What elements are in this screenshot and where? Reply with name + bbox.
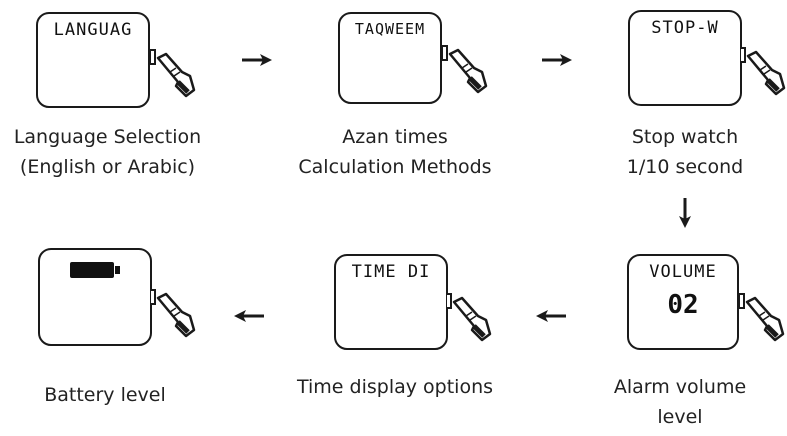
volume-value: 02	[667, 290, 699, 320]
caption-line: Alarm volume	[613, 376, 747, 398]
caption-line: Stop watch	[631, 126, 739, 148]
arrow-left-icon	[536, 310, 566, 322]
watch-screen-language: LANGUAG	[36, 12, 150, 108]
caption-line: Battery level	[44, 384, 166, 406]
caption-line: level	[657, 406, 703, 428]
watch-screen-battery	[38, 248, 152, 346]
pressing-hand-icon	[150, 49, 196, 98]
arrow-right-icon	[242, 54, 272, 66]
caption-battery: Battery level	[10, 380, 200, 410]
watch-screen-stopwatch: STOP-W	[628, 10, 742, 106]
caption-timedisplay: Time display options	[280, 372, 510, 402]
screen-text-taqweem: TAQWEEM	[354, 20, 426, 38]
arrow-down-icon	[679, 198, 691, 228]
watch-screen-timedisplay: TIME DI	[334, 254, 448, 350]
caption-line: Language Selection	[13, 126, 202, 148]
caption-line: Calculation Methods	[298, 156, 492, 178]
caption-line: (English or Arabic)	[19, 156, 196, 178]
battery-tip	[115, 266, 120, 274]
screen-text-stopwatch: STOP-W	[651, 18, 719, 38]
caption-language: Language Selection (English or Arabic)	[0, 122, 215, 182]
caption-volume: Alarm volume level	[595, 372, 765, 432]
caption-stopwatch: Stop watch 1/10 second	[600, 122, 770, 182]
pressing-hand-icon	[442, 45, 488, 94]
screen-text-volume: VOLUME	[649, 262, 717, 282]
pressing-hand-icon	[740, 47, 786, 96]
pressing-hand-icon	[446, 293, 492, 342]
arrow-left-icon	[234, 310, 264, 322]
caption-line: Time display options	[296, 376, 494, 398]
pressing-hand-icon	[739, 293, 785, 342]
screen-text-language: LANGUAG	[53, 20, 133, 40]
screen-text-timedisplay: TIME DI	[351, 262, 431, 282]
battery-full-icon	[70, 262, 114, 278]
caption-taqweem: Azan times Calculation Methods	[280, 122, 510, 182]
pressing-hand-icon	[150, 289, 196, 338]
caption-line: Azan times	[342, 126, 448, 148]
watch-screen-taqweem: TAQWEEM	[338, 12, 442, 104]
watch-screen-volume: VOLUME 02	[627, 254, 739, 350]
arrow-right-icon	[542, 54, 572, 66]
caption-line: 1/10 second	[626, 156, 744, 178]
